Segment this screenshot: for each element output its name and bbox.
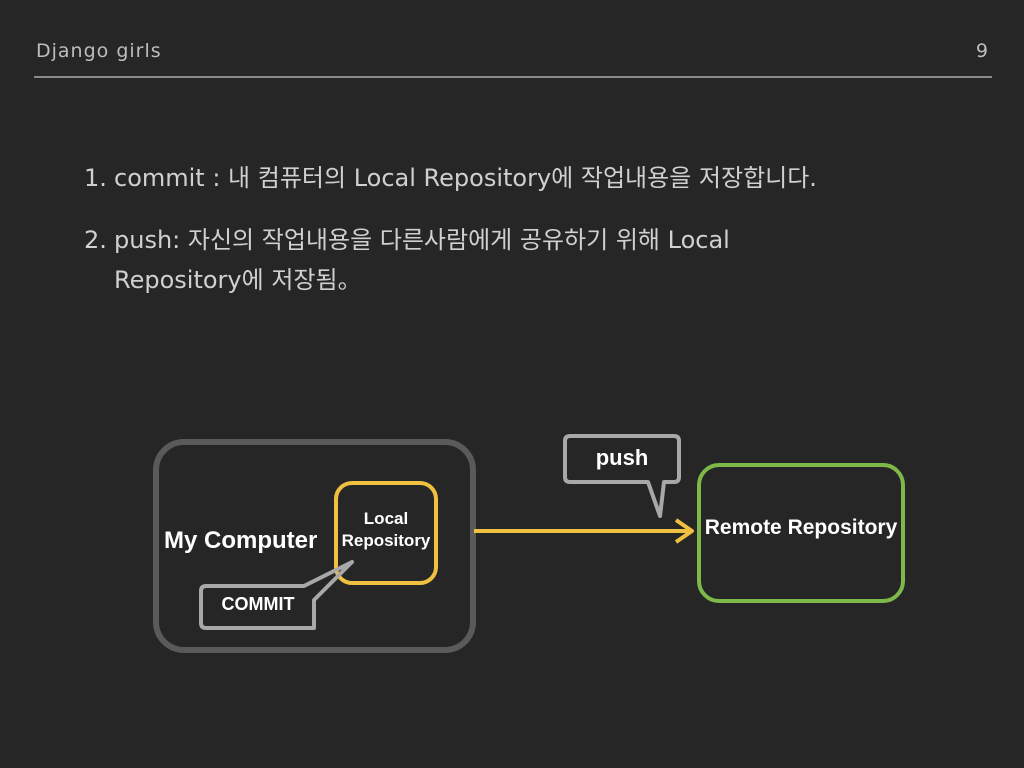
list-item-text: push: 자신의 작업내용을 다른사람에게 공유하기 위해 Local Rep… <box>114 226 730 294</box>
header-divider <box>34 76 992 78</box>
local-repository-label-line2: Repository <box>342 531 431 550</box>
bullet-list: 1. commit : 내 컴퓨터의 Local Repository에 작업내… <box>84 158 964 322</box>
push-bubble <box>563 434 681 518</box>
commit-bubble <box>199 560 354 630</box>
page-number: 9 <box>975 40 988 62</box>
remote-repository-box <box>697 463 905 603</box>
list-item-text: commit : 내 컴퓨터의 Local Repository에 작업내용을 … <box>114 164 817 192</box>
header-title: Django girls <box>36 40 162 62</box>
commit-label: COMMIT <box>222 594 295 614</box>
local-repository-box <box>334 481 438 585</box>
list-item-number: 2. <box>84 226 107 254</box>
my-computer-label: My Computer <box>164 527 317 554</box>
push-arrow-head <box>674 518 694 544</box>
my-computer-box <box>153 439 476 653</box>
remote-repository-label: Remote Repository <box>705 516 898 539</box>
list-item-number: 1. <box>84 164 107 192</box>
list-item: 1. commit : 내 컴퓨터의 Local Repository에 작업내… <box>84 158 964 198</box>
local-repository-label-line1: Local <box>364 509 408 528</box>
list-item: 2. push: 자신의 작업내용을 다른사람에게 공유하기 위해 Local … <box>84 220 964 300</box>
push-label: push <box>596 445 649 470</box>
